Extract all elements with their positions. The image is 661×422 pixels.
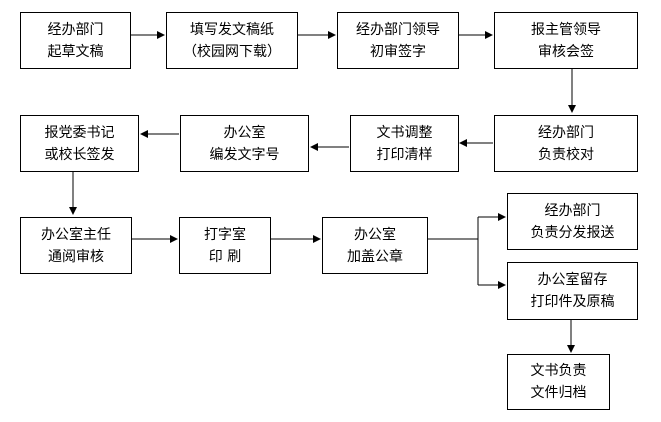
step-line: 初审签字	[370, 43, 426, 60]
step-box-leader-signoff: 报主管领导 审核会签	[494, 12, 638, 69]
step-box-draft: 经办部门 起草文稿	[20, 12, 131, 69]
step-line: 文件归档	[530, 385, 587, 401]
step-line: 编发文字号	[209, 146, 280, 163]
step-box-dept-review: 经办部门领导 初审签字	[337, 12, 459, 69]
step-line: 通阅审核	[48, 248, 104, 265]
step-box-distribute: 经办部门 负责分发报送	[507, 193, 638, 250]
step-line: 打印件及原稿	[530, 294, 615, 310]
step-line: 办公室留存	[537, 272, 608, 288]
step-line: 负责校对	[538, 146, 594, 163]
step-box-secretary-sign: 报党委书记 或校长签发	[20, 115, 139, 172]
step-line: 办公室	[223, 124, 266, 141]
step-line: 打字室	[204, 226, 246, 243]
step-line: （校园网下载）	[183, 43, 281, 60]
step-line: 经办部门领导	[356, 21, 440, 38]
step-line: 经办部门	[47, 21, 104, 38]
step-line: 打印清样	[376, 146, 433, 163]
step-box-assign-number: 办公室 编发文字号	[180, 115, 309, 172]
step-line: 报主管领导	[531, 21, 601, 38]
step-line: 加盖公章	[347, 248, 403, 265]
step-box-office-keep: 办公室留存 打印件及原稿	[507, 262, 638, 320]
step-box-proofread: 经办部门 负责校对	[494, 115, 638, 172]
step-line: 印 刷	[208, 248, 242, 265]
step-line: 经办部门	[538, 124, 594, 141]
step-line: 办公室	[354, 226, 396, 243]
step-line: 文书调整	[376, 124, 433, 141]
step-line: 负责分发报送	[530, 224, 615, 241]
step-line: 审核会签	[538, 43, 594, 60]
step-line: 经办部门	[544, 202, 601, 219]
step-box-print-proof: 文书调整 打印清样	[350, 115, 459, 172]
step-line: 或校长签发	[44, 146, 115, 163]
step-box-fill-form: 填写发文稿纸 （校园网下载）	[166, 12, 298, 69]
step-line: 填写发文稿纸	[190, 21, 274, 38]
step-box-printing: 打字室 印 刷	[179, 217, 271, 274]
step-box-seal: 办公室 加盖公章	[322, 217, 428, 274]
step-line: 文书负责	[530, 363, 587, 379]
step-box-archive: 文书负责 文件归档	[507, 354, 610, 410]
step-line: 起草文稿	[47, 43, 104, 60]
step-line: 报党委书记	[44, 124, 115, 141]
step-line: 办公室主任	[41, 226, 111, 243]
step-box-director-review: 办公室主任 通阅审核	[20, 217, 132, 274]
